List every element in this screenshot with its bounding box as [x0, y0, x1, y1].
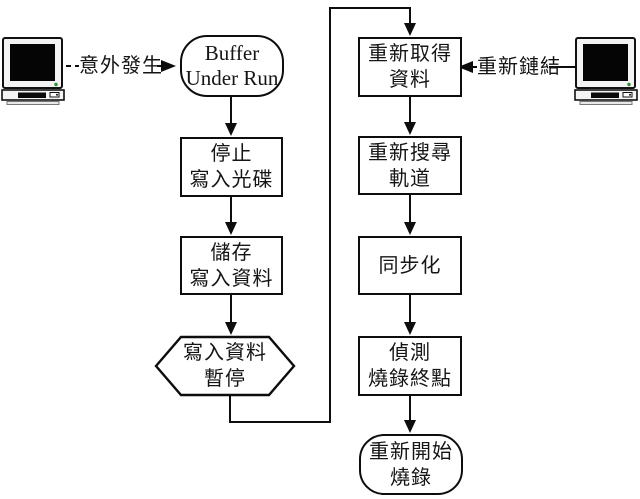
flow-arrowhead-icon	[225, 123, 237, 136]
node-label-line: 重新開始	[369, 440, 453, 463]
node-detect-burn-endpoint: 偵測 燒錄終點	[358, 336, 462, 396]
accident-arrowhead-icon	[161, 60, 176, 72]
node-label-line: 停止	[210, 143, 253, 165]
node-reseek-track: 重新搜尋 軌道	[358, 136, 462, 195]
node-label-line: 燒錄	[390, 466, 432, 489]
node-label-line: 重新搜尋	[368, 141, 452, 164]
node-label-line: 偵測	[389, 342, 431, 364]
computer-monitor-icon	[574, 37, 638, 105]
node-label-line: 寫入光碟	[189, 169, 274, 191]
flow-arrowhead-icon	[404, 222, 416, 235]
node-label-line: Buffer	[204, 41, 260, 65]
loopback-connector-line	[229, 7, 411, 423]
flow-arrowhead-icon	[225, 222, 237, 235]
loopback-arrowhead-icon	[404, 23, 416, 36]
node-refetch-data: 重新取得 資料	[358, 37, 462, 97]
computer-monitor-icon	[1, 37, 65, 105]
node-synchronize: 同步化	[358, 236, 462, 295]
node-label-line: 同步化	[378, 254, 442, 277]
edge-label-accident-occurs: 意外發生	[79, 54, 163, 78]
node-pause-write-data-label: 寫入資料 暫停	[161, 340, 289, 392]
node-label-line: 軌道	[389, 167, 431, 190]
flow-arrowhead-icon	[404, 420, 416, 433]
node-save-write-data: 儲存 寫入資料	[180, 236, 283, 295]
pause-write-hexagon	[154, 335, 296, 397]
node-stop-writing-disc: 停止 寫入光碟	[180, 137, 283, 197]
node-label-line: Under Run	[185, 66, 279, 90]
node-label-line: 重新取得	[368, 43, 452, 65]
flow-arrowhead-icon	[404, 322, 416, 335]
node-label-line: 燒錄終點	[368, 368, 452, 390]
edge-label-relink: 重新鏈結	[477, 55, 561, 79]
node-label-line: 暫停	[204, 368, 246, 390]
node-label-line: 資料	[389, 69, 431, 91]
node-label-line: 寫入資料	[183, 342, 267, 364]
flow-arrowhead-icon	[225, 322, 237, 335]
flow-arrowhead-icon	[404, 122, 416, 135]
node-restart-burning: 重新開始 燒錄	[359, 434, 463, 495]
node-label-line: 儲存	[210, 241, 253, 264]
relink-arrowhead-icon	[458, 61, 473, 73]
node-buffer-under-run: Buffer Under Run	[180, 35, 284, 97]
node-label-line: 寫入資料	[189, 267, 274, 290]
